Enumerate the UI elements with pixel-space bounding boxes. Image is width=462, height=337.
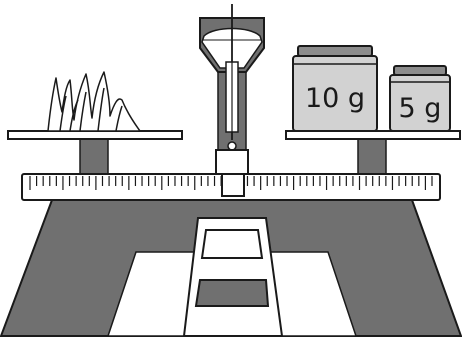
weight-10g-label: 10 g	[305, 83, 365, 114]
weight-5g-label: 5 g	[399, 93, 442, 124]
weight-5g: 5 g	[389, 65, 451, 132]
weight-10g: 10 g	[292, 45, 378, 132]
left-pan	[7, 130, 183, 140]
scale-base	[0, 199, 462, 337]
right-pan	[285, 130, 461, 140]
object-on-left-pan	[47, 71, 141, 132]
beam-tick-marks	[29, 176, 433, 190]
pivot	[227, 141, 237, 151]
left-pan-stem	[79, 136, 109, 178]
base-window-inset	[194, 279, 270, 307]
right-pan-stem	[357, 136, 387, 178]
central-indicator	[199, 4, 265, 197]
